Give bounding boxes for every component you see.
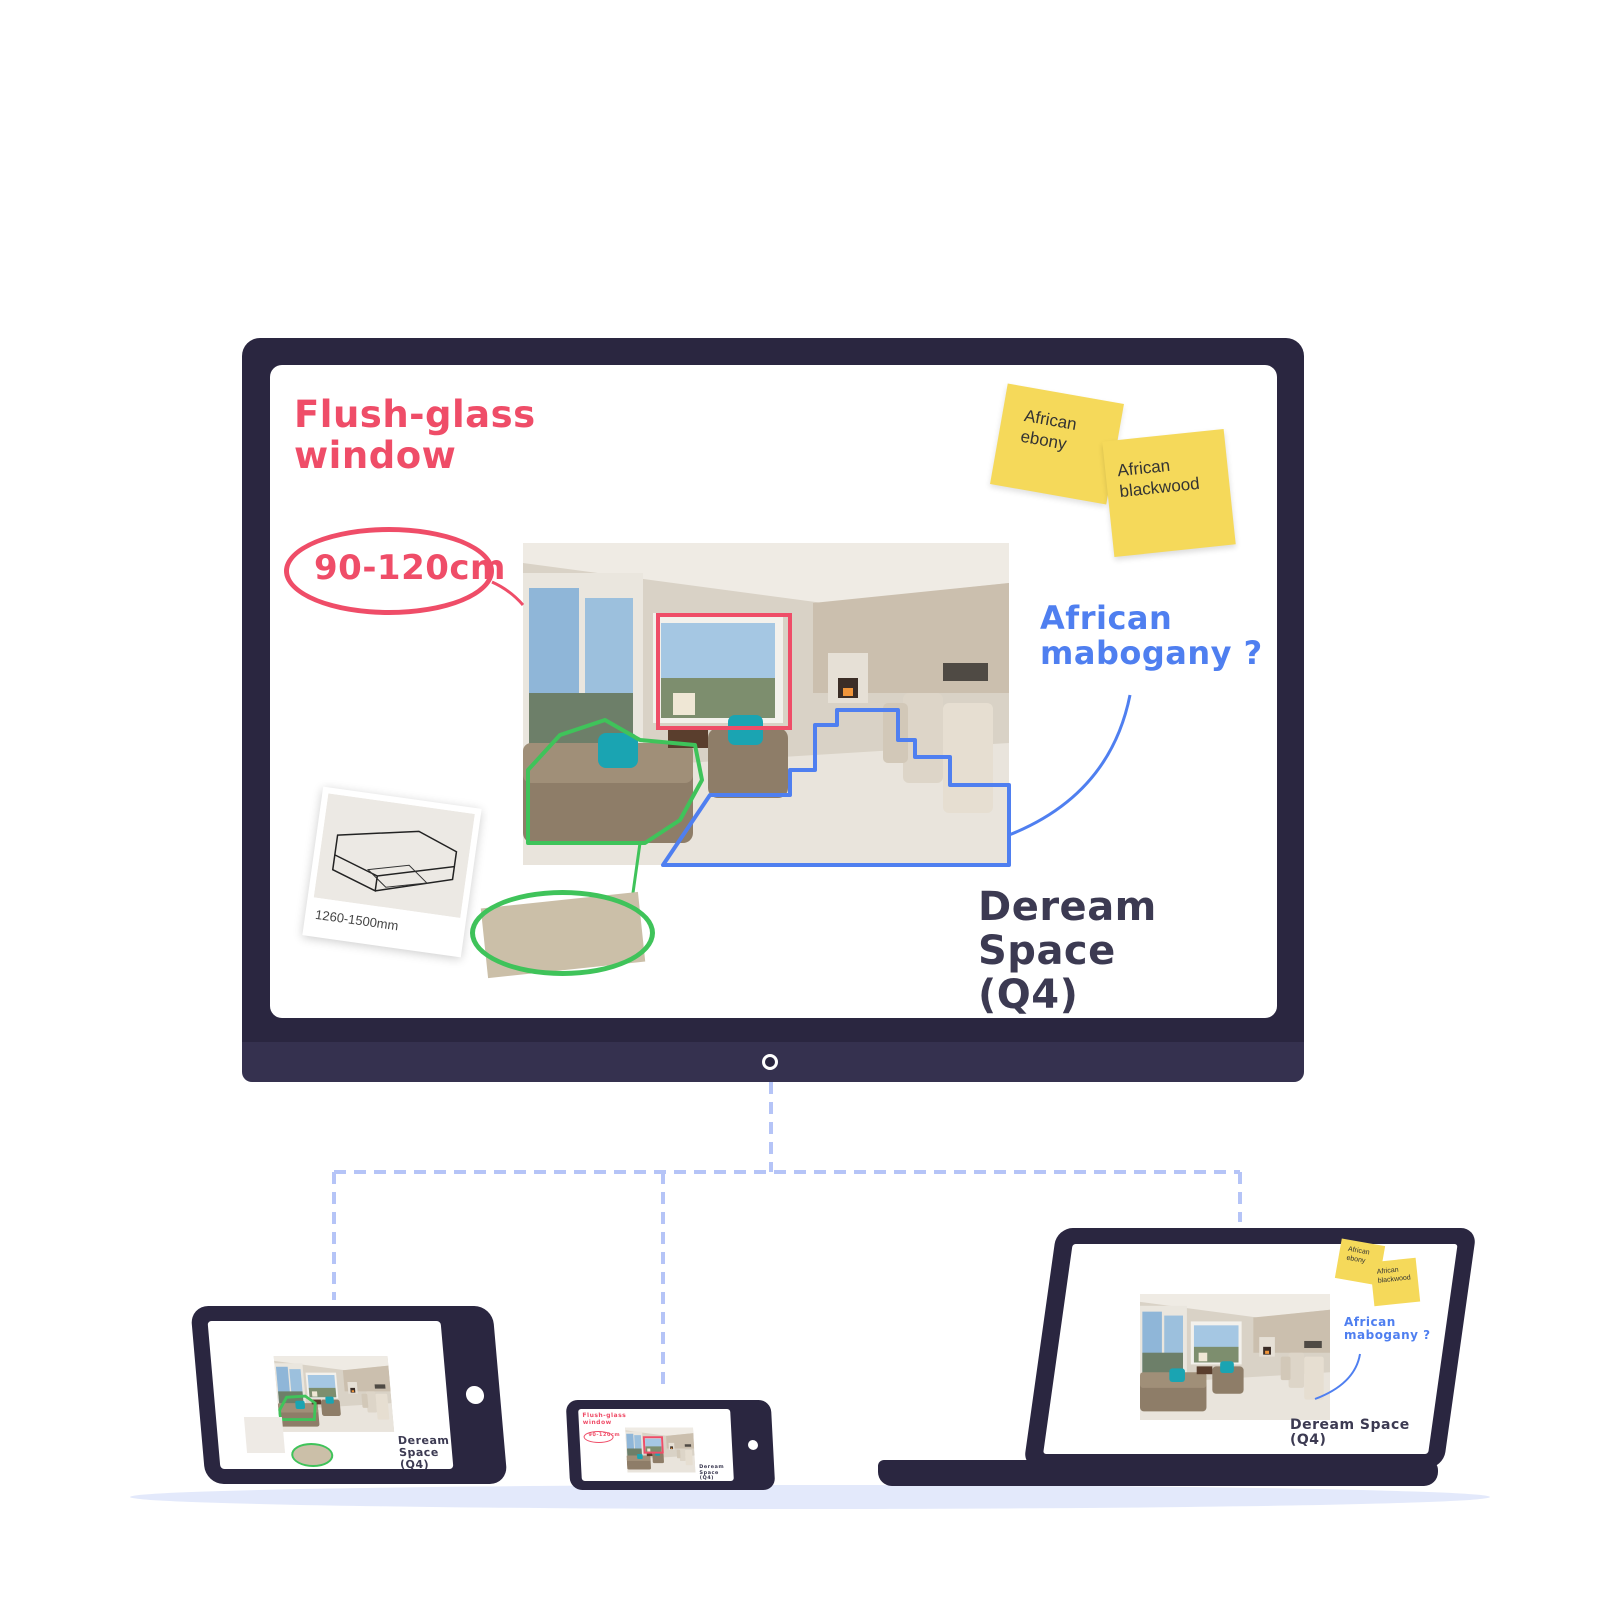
laptop-sticky-note-blackwood: African blackwood — [1369, 1257, 1421, 1307]
laptop-annotation-curve — [1314, 1353, 1361, 1400]
phone-window-annotation: Flush-glass window — [582, 1412, 627, 1426]
phone-window-size-label: 90-120cm — [588, 1432, 621, 1438]
laptop-project-title: Deream Space (Q4) — [1290, 1417, 1410, 1449]
laptop-screen-content: African ebony African blackwood African … — [1060, 1238, 1440, 1454]
tablet-room-photo — [273, 1356, 395, 1432]
tablet-screen[interactable]: Deream Space (Q4) — [207, 1321, 454, 1469]
tablet-sketch-card — [243, 1417, 286, 1453]
window-size-oval — [284, 527, 494, 615]
wood-type-question: African mabogany ? — [1040, 599, 1263, 673]
phone-project-title: Deream Space (Q4) — [698, 1464, 725, 1481]
phone-home-button-icon[interactable] — [747, 1440, 759, 1450]
window-size-label: 90-120cm — [314, 548, 506, 588]
phone-room-photo — [625, 1427, 696, 1473]
project-title: Deream Space (Q4) — [978, 884, 1157, 1018]
laptop-base — [878, 1460, 1438, 1486]
swatch-circle — [470, 890, 655, 976]
phone-screen[interactable]: Flush-glass window 90-120cm Deream Space… — [578, 1409, 734, 1481]
tablet-swatch — [290, 1443, 335, 1467]
sofa-sketch-card[interactable]: 1260-1500mm — [302, 786, 482, 958]
laptop-wood-question: African mabogany ? — [1344, 1315, 1431, 1343]
tablet-project-title: Deream Space (Q4) — [397, 1434, 450, 1469]
tablet-device: Deream Space (Q4) — [190, 1306, 508, 1484]
phone-device: Flush-glass window 90-120cm Deream Space… — [565, 1400, 776, 1490]
whiteboard-canvas[interactable]: Flush-glass window 90-120cm 1260-1500mm — [270, 365, 1277, 1018]
webcam-icon — [762, 1054, 778, 1070]
sofa-sketch-image — [313, 793, 475, 918]
window-annotation-title: Flush-glass window — [294, 393, 536, 477]
home-button-icon[interactable] — [465, 1386, 485, 1404]
